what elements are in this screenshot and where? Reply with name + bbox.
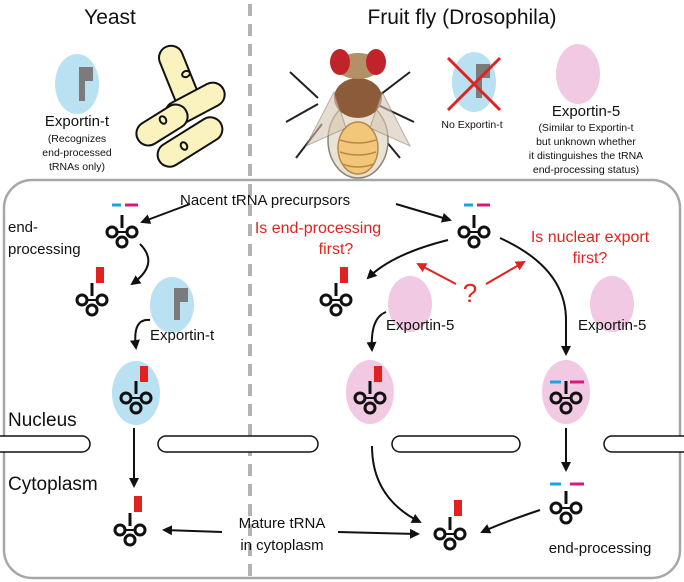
trna-mature-fly — [433, 500, 467, 551]
trna-in-exportin-5-unprocessed — [542, 360, 590, 424]
question-mark: ? — [463, 278, 477, 308]
end-processing-bottom-label: end-processing — [549, 540, 652, 557]
no-exportin-t-label: No Exportin-t — [441, 119, 502, 131]
trna-mature-yeast — [113, 496, 147, 547]
exportin-t-flow-label: Exportin-t — [150, 327, 215, 344]
yeast-title: Yeast — [84, 6, 136, 29]
trna-processed-yeast — [75, 267, 109, 317]
exportin-t-carrier — [150, 277, 194, 333]
end-processing-label-1: end- — [8, 219, 38, 236]
yeast-cells-illustration — [135, 44, 226, 168]
fly-note-4: end-processing status) — [533, 164, 639, 176]
fly-note-2: but unknown whether — [536, 136, 636, 148]
mature-trna-label-2: in cytoplasm — [240, 537, 323, 554]
nacent-precursors-label: Nacent tRNA precurpsors — [180, 192, 350, 209]
trna-nacent-fly — [457, 203, 491, 249]
exportin-5-carrier-left — [388, 276, 432, 332]
exportin5-right-label: Exportin-5 — [578, 317, 646, 334]
trna-in-exportin-5-processed — [346, 360, 394, 424]
exportin-5-label: Exportin-5 — [552, 103, 620, 120]
exportin-t-legend — [55, 54, 99, 114]
fruit-fly-illustration — [285, 49, 415, 179]
trna-nacent-yeast — [105, 203, 139, 249]
exportin-5-legend — [556, 44, 600, 104]
nucleus-label: Nucleus — [8, 410, 77, 431]
yeast-note-1: (Recognizes — [48, 133, 106, 145]
exportin5-left-label: Exportin-5 — [386, 317, 454, 334]
yeast-note-2: end-processed — [42, 147, 112, 159]
trna-in-exportin-t — [112, 361, 160, 425]
question-export-first-2: first? — [573, 250, 608, 267]
nuclear-membrane — [0, 435, 684, 453]
exportin-5-carrier-right — [590, 276, 634, 332]
question-export-first-1: Is nuclear export — [531, 229, 650, 246]
fly-note-1: (Similar to Exportin-t — [538, 122, 633, 134]
mature-trna-label-1: Mature tRNA — [239, 515, 326, 532]
yeast-note-3: tRNAs only) — [49, 161, 105, 173]
cytoplasm-label: Cytoplasm — [8, 474, 98, 495]
question-end-processing-2: first? — [319, 241, 354, 258]
trna-processed-fly — [319, 267, 353, 317]
fly-title: Fruit fly (Drosophila) — [367, 6, 556, 29]
end-processing-label-2: processing — [8, 241, 81, 258]
trna-unprocessed-cytoplasm — [549, 482, 584, 525]
fly-note-3: it distinguishes the tRNA — [529, 150, 643, 162]
exportin-t-label: Exportin-t — [45, 113, 110, 130]
cell-box — [2, 178, 682, 580]
no-exportin-t-icon — [446, 52, 502, 112]
question-end-processing-1: Is end-processing — [255, 220, 381, 237]
